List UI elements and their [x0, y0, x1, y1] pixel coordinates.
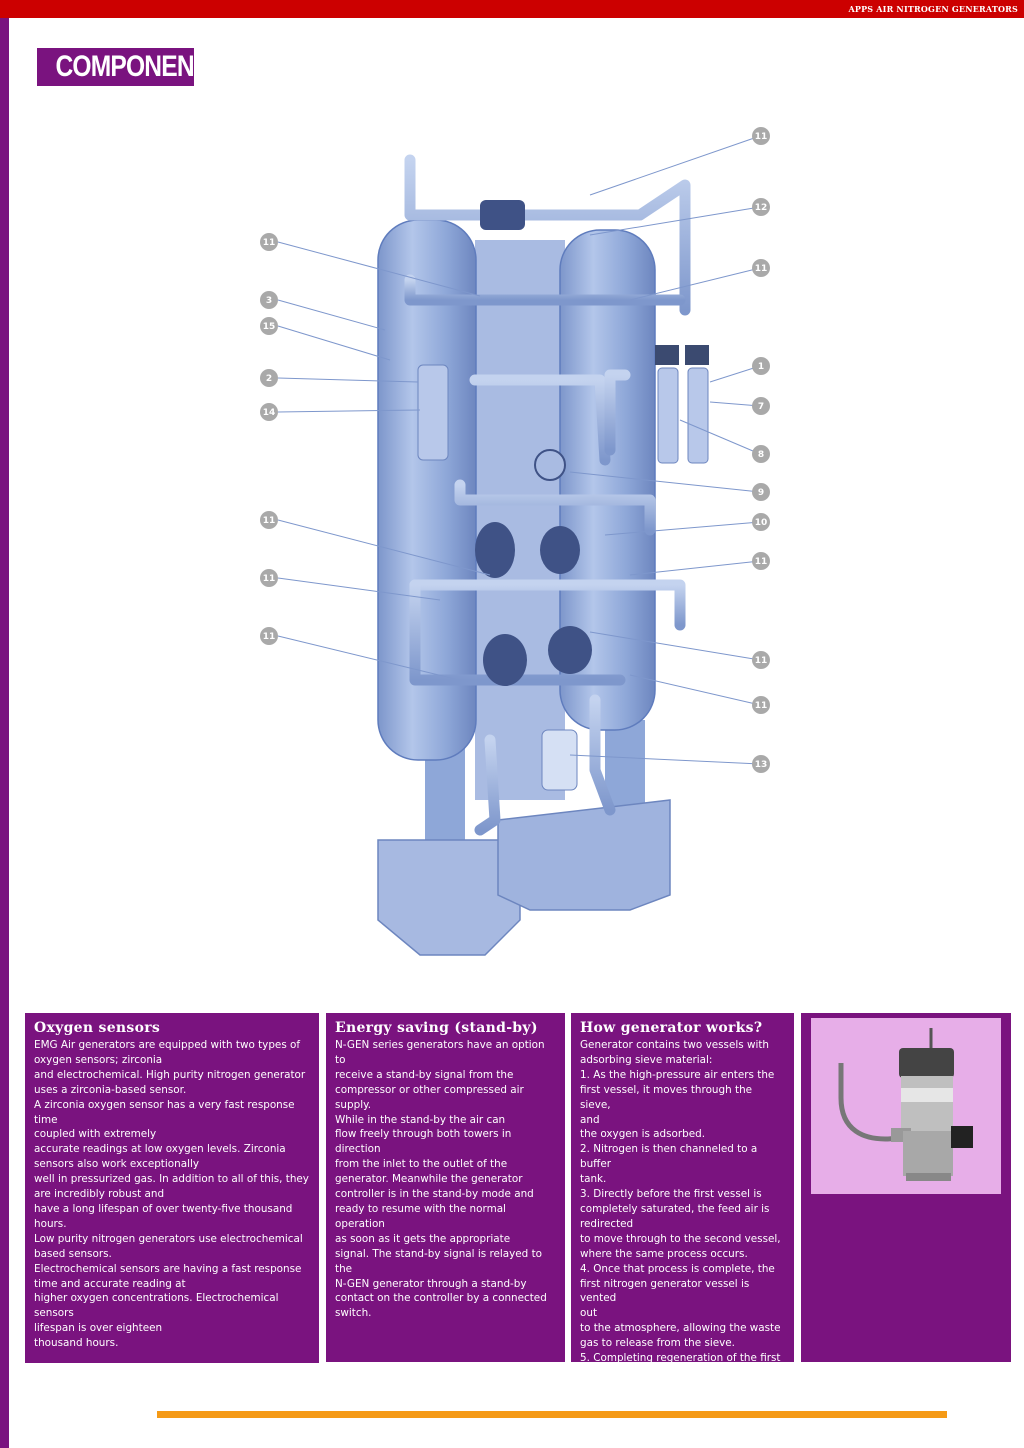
panel-title: Oxygen sensors [34, 1020, 161, 1036]
oxygen-sensors-panel: Oxygen sensors EMG Air generators are eq… [25, 1013, 319, 1363]
callout-label: 10 [755, 518, 768, 528]
panel-body: Generator contains two vessels with adso… [580, 1039, 781, 1394]
callout-label: 2 [266, 374, 272, 384]
callout-label: 11 [755, 656, 768, 666]
callout-label: 8 [758, 450, 764, 460]
panel-body: EMG Air generators are equipped with two… [34, 1039, 309, 1350]
callout-label: 13 [755, 760, 768, 770]
vessel-right [559, 229, 656, 731]
sensor-photo-panel [801, 1013, 1011, 1362]
callout-badges-left: 11 3 15 2 14 11 11 11 [260, 233, 278, 645]
nitrogen-generator-diagram: 11 3 15 2 14 11 11 11 11 12 11 1 7 8 9 1… [260, 127, 770, 956]
top-bar: APPS AIR NITROGEN GENERATORS [0, 0, 1024, 18]
callout-label: 11 [755, 701, 768, 711]
callout-label: 9 [758, 488, 764, 498]
callout-label: 11 [263, 574, 276, 584]
callout-label: 11 [263, 516, 276, 526]
how-generator-works-panel: How generator works? Generator contains … [571, 1013, 794, 1394]
photo-frame [811, 1018, 1001, 1194]
panel-body: N-GEN series generators have an option t… [335, 1039, 547, 1320]
oxygen-sensor-image [838, 1028, 973, 1181]
bottom-accent-line [157, 1411, 947, 1418]
callout-lines [277, 135, 761, 765]
callout-label: 11 [755, 557, 768, 567]
callout-label: 11 [755, 132, 768, 142]
callout-label: 12 [755, 203, 768, 213]
callout-label: 7 [758, 402, 764, 412]
components [417, 200, 709, 791]
callout-label: 11 [263, 632, 276, 642]
panel-title: Energy saving (stand-by) [335, 1020, 538, 1036]
callout-label: 14 [263, 408, 276, 418]
callout-label: 11 [755, 264, 768, 274]
header-title: APPS AIR NITROGEN GENERATORS [848, 4, 1018, 14]
callout-badges-right: 11 12 11 1 7 8 9 10 11 11 11 13 [752, 127, 770, 773]
callout-label: 15 [263, 322, 276, 332]
callout-label: 11 [263, 238, 276, 248]
panel-title: How generator works? [580, 1020, 763, 1036]
callout-label: 3 [266, 296, 272, 306]
page-title: COMPONENTS [37, 48, 224, 86]
energy-saving-panel: Energy saving (stand-by) N-GEN series ge… [326, 1013, 565, 1362]
left-accent-bar [0, 18, 9, 1448]
callout-label: 1 [758, 362, 764, 372]
machine-frame [377, 240, 671, 956]
